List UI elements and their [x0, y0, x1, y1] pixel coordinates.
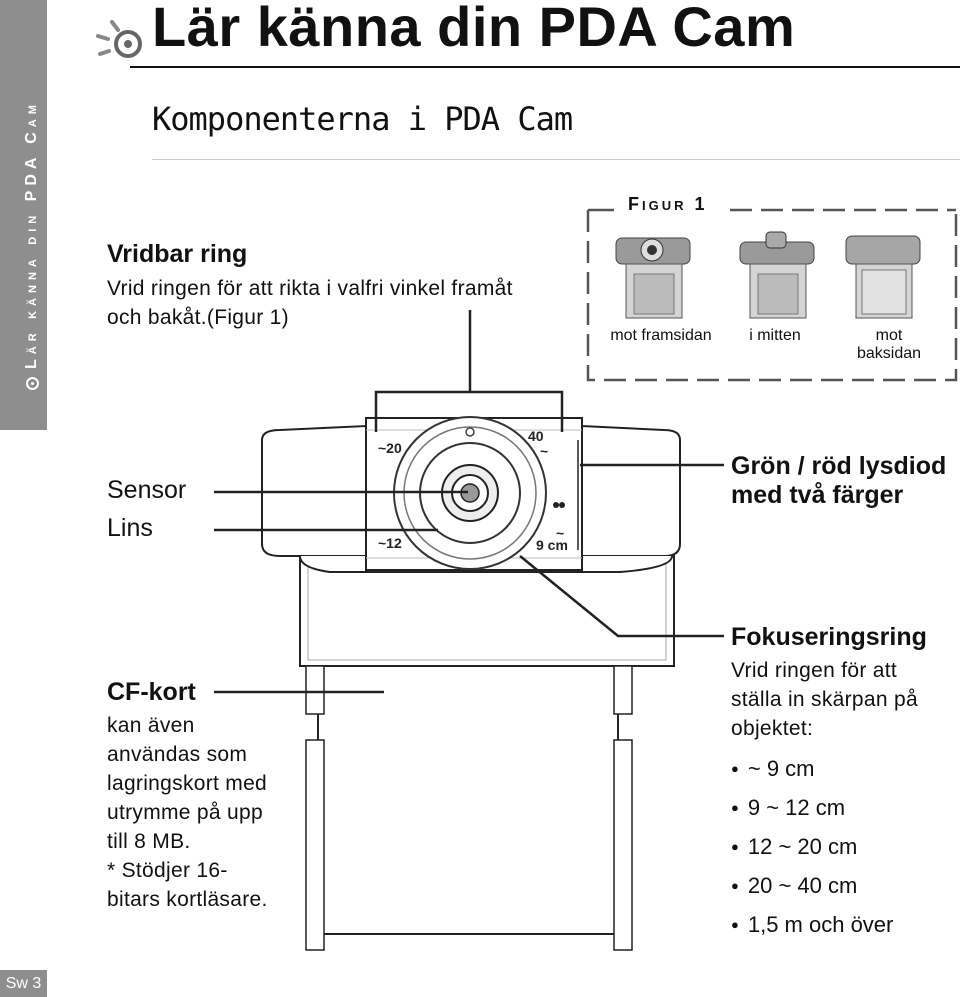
vridbar-heading: Vridbar ring [107, 240, 248, 268]
figure-title: Figur 1 [622, 194, 714, 215]
cf-line: bitars kortläsare. [107, 888, 268, 911]
vridbar-line: Vrid ringen för att rikta i valfri vinke… [107, 277, 513, 300]
sensor-label: Sensor [107, 476, 187, 504]
title-rule [130, 66, 960, 68]
dial-tilde: ~ [540, 443, 548, 459]
dial-label-40: 40 [528, 428, 544, 444]
figure-caption: i mitten [749, 327, 801, 344]
list-item: 12 ~ 20 cm [731, 827, 893, 866]
vridbar-text: Vrid ringen för att rikta i valfri vinke… [107, 274, 513, 332]
cf-line: kan även [107, 714, 195, 737]
figure-caption: mot framsidan [610, 327, 712, 344]
camera-thumb-middle [739, 231, 815, 319]
lins-label: Lins [107, 514, 153, 542]
focus-range-list: ~ 9 cm 9 ~ 12 cm 12 ~ 20 cm 20 ~ 40 cm 1… [731, 749, 894, 944]
page-number: Sw 3 [0, 970, 47, 997]
cf-line: användas som [107, 743, 248, 766]
vridbar-line: och bakåt.(Figur 1) [107, 306, 289, 329]
cf-line: till 8 MB. [107, 830, 191, 853]
camera-thumb-front [615, 237, 691, 319]
focus-line: ställa in skärpan på [731, 688, 918, 711]
dial-label-12: ~12 [378, 535, 402, 551]
focus-line: objektet: [731, 717, 814, 740]
cf-heading: CF-kort [107, 678, 196, 706]
cf-line: utrymme på upp [107, 801, 263, 824]
sidebar-tab: Lär känna din PDA Cam [0, 0, 47, 430]
camera-thumb-back [845, 235, 921, 319]
cf-line: * Stödjer 16- [107, 859, 228, 882]
cf-line: lagringskort med [107, 772, 268, 795]
figure-caption: mot baksidan [856, 327, 922, 362]
led-line: Grön / röd lysdiod [731, 452, 947, 480]
led-label: Grön / röd lysdiod med två färger [731, 452, 946, 510]
cf-text: kan även användas som lagringskort med u… [107, 711, 268, 914]
dial-tilde: ~ [556, 525, 564, 541]
list-item: ~ 9 cm [731, 749, 893, 788]
led-line: med två färger [731, 481, 904, 509]
list-item: 9 ~ 12 cm [731, 788, 893, 827]
list-item: 20 ~ 40 cm [731, 866, 893, 905]
focus-text: Vrid ringen för att ställa in skärpan på… [731, 656, 918, 743]
figure-frame [586, 208, 958, 382]
section-subtitle: Komponenterna i PDA Cam [152, 100, 573, 138]
dial-label-9: 9 cm [536, 537, 568, 553]
focus-line: Vrid ringen för att [731, 659, 897, 682]
dial-label-20: ~20 [378, 440, 402, 456]
page-title: Lär känna din PDA Cam [152, 0, 796, 58]
focus-heading: Fokuseringsring [731, 623, 927, 651]
target-icon [96, 20, 142, 58]
subtitle-rule [152, 159, 960, 160]
list-item: 1,5 m och över [731, 905, 894, 944]
